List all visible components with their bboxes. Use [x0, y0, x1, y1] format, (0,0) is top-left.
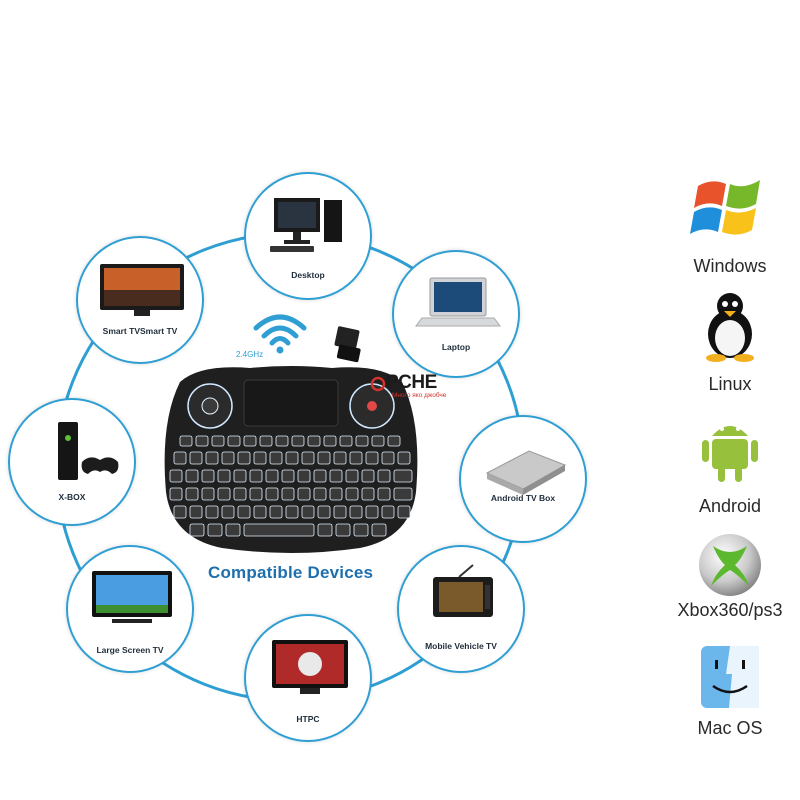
os-item-windows: Windows — [660, 172, 800, 282]
device-label: Large Screen TV — [96, 645, 164, 655]
device-label: Desktop — [291, 270, 325, 280]
os-item-xbox: Xbox360/ps3 — [660, 530, 800, 630]
watermark-tagline: Много яко джобче — [392, 392, 447, 399]
device-label: HTPC — [296, 714, 320, 724]
os-label: Windows — [693, 256, 767, 276]
mac-finder-icon — [701, 646, 759, 708]
android-robot-icon — [702, 426, 758, 482]
mini-wireless-keyboard — [164, 366, 418, 553]
tv-box-icon — [485, 450, 567, 495]
usb-receiver-icon — [334, 326, 361, 363]
device-node-desktop: Desktop — [244, 172, 372, 300]
device-node-htpc: HTPC — [244, 614, 372, 742]
desktop-computer-icon — [270, 198, 342, 252]
tux-penguin-icon — [706, 293, 754, 362]
os-label: Xbox360/ps3 — [677, 600, 783, 620]
device-label: X-BOX — [58, 492, 86, 502]
os-item-linux: Linux — [660, 290, 800, 400]
htpc-screen-icon — [272, 640, 348, 694]
game-console-icon — [58, 422, 119, 480]
device-label: Android TV Box — [490, 493, 556, 503]
compatible-devices-caption: Compatible Devices — [208, 563, 374, 582]
watermark-logo-icon — [370, 376, 386, 392]
os-item-android: Android — [660, 410, 800, 520]
os-label: Android — [698, 496, 762, 516]
device-label: Mobile Vehicle TV — [425, 641, 497, 651]
device-node-mobile-vehicle-tv: Mobile Vehicle TV — [397, 545, 525, 673]
windows-logo-icon — [690, 180, 760, 235]
device-node-laptop: Laptop — [392, 250, 520, 378]
device-label: Smart TVSmart TV — [102, 326, 178, 336]
device-node-android-tv-box: Android TV Box — [459, 415, 587, 543]
wifi-frequency-label: 2.4GHz — [236, 350, 264, 359]
os-label: Mac OS — [697, 718, 763, 738]
os-item-macos: Mac OS — [660, 640, 800, 750]
flat-tv-icon — [92, 571, 172, 623]
device-node-smart-tv: Smart TVSmart TV — [76, 236, 204, 364]
os-label: Linux — [708, 374, 752, 394]
watermark-brand: PCHE — [386, 372, 437, 393]
portable-tv-icon — [433, 564, 493, 617]
laptop-icon — [415, 277, 501, 327]
wifi-icon — [253, 314, 307, 354]
device-label: Laptop — [441, 342, 471, 352]
device-node-xbox: X-BOX — [8, 398, 136, 526]
xbox-logo-icon — [699, 534, 761, 596]
device-node-large-screen-tv: Large Screen TV — [66, 545, 194, 673]
smart-tv-icon — [100, 264, 184, 316]
